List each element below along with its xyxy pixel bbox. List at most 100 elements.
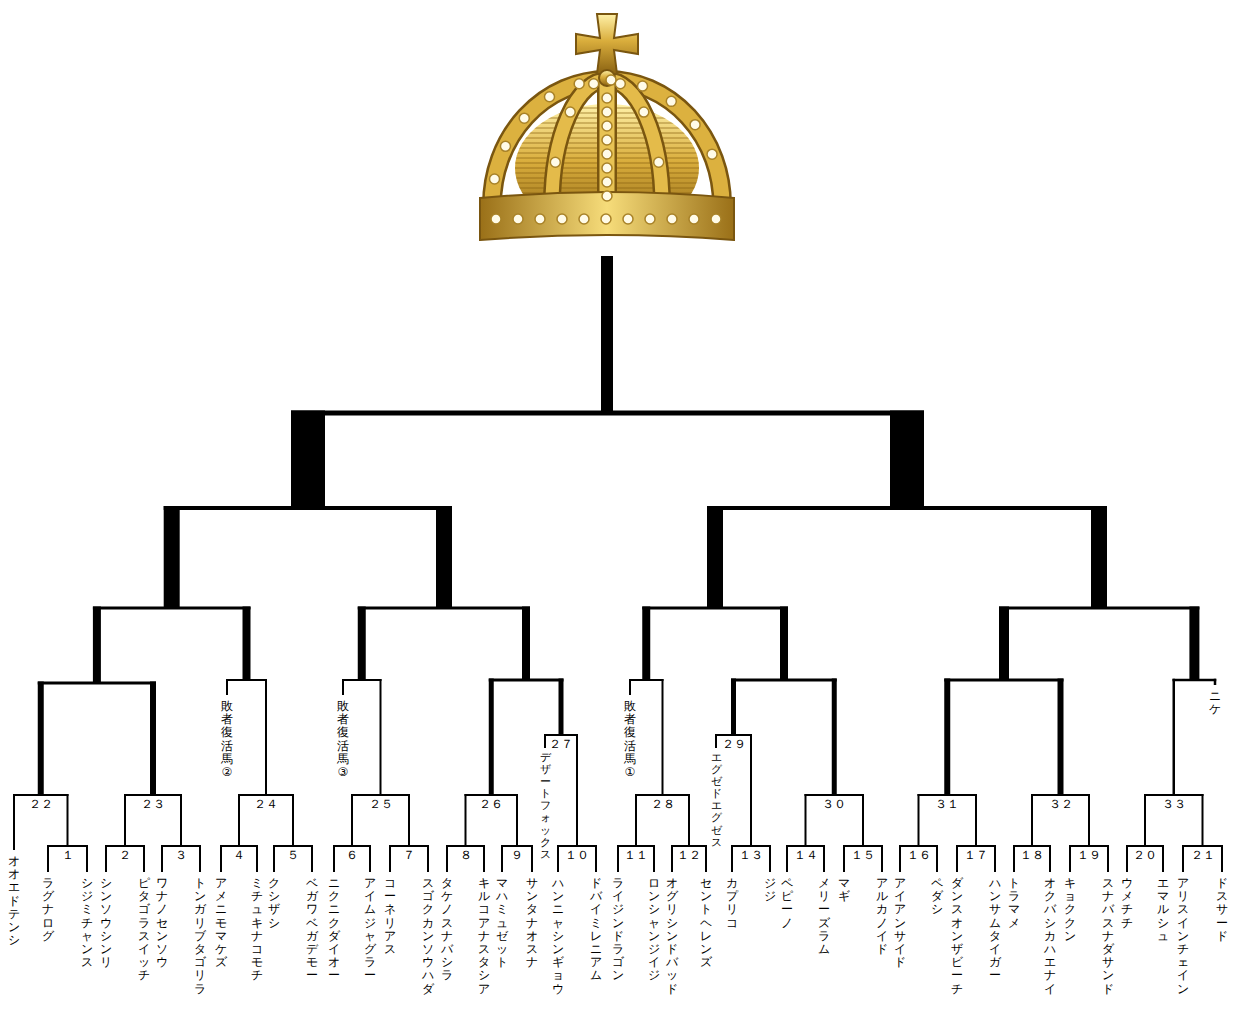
bracket-line [516, 794, 518, 847]
match-number: ２０ [1133, 849, 1157, 861]
entry-name: エグゼドエグゼス [711, 752, 722, 849]
bracket-line [635, 794, 637, 847]
match-number: ２９ [722, 738, 746, 750]
match-number: ２１ [1191, 849, 1215, 861]
bracket-line [707, 506, 1107, 510]
bracket-line [671, 845, 673, 872]
bracket-line [805, 794, 807, 847]
bracket-line [465, 794, 467, 847]
crown-arch [492, 80, 722, 205]
bracket-line [351, 794, 410, 796]
bracket-line [1126, 845, 1128, 872]
bracket-line [731, 679, 736, 737]
entry-name: ニクニクダイオー [328, 877, 340, 983]
bracket-line [890, 411, 924, 510]
bracket-line [47, 845, 88, 847]
entry-name: ピタゴラスイッチ [138, 877, 150, 983]
bracket-line [1058, 679, 1064, 797]
bracket-line [483, 845, 485, 872]
bracket-line [705, 845, 707, 872]
entry-name: オオエドテンシ [8, 855, 20, 947]
bracket-line [342, 679, 382, 681]
entry-name: 敗者復活馬③ [337, 700, 349, 779]
bracket-line [13, 794, 15, 850]
match-number: ３ [175, 849, 187, 861]
entry-name: ハンニャシンギョウ [552, 877, 564, 996]
bracket-line [358, 607, 530, 610]
bracket-line [38, 682, 44, 797]
crown-jewel [602, 107, 612, 117]
bracket-line [380, 679, 382, 796]
bracket-line [342, 679, 344, 695]
bracket-line [369, 845, 371, 872]
bracket-line [715, 734, 752, 736]
bracket-line [501, 845, 503, 872]
crown-arch [597, 82, 617, 205]
bracket-line [769, 845, 771, 872]
entry-name: アルカノイド [876, 877, 888, 956]
bracket-line [1221, 845, 1223, 872]
bracket-line [1202, 794, 1204, 847]
entry-name: トンガリブタゴリラ [194, 877, 206, 996]
bracket-line [823, 845, 825, 872]
bracket-line [143, 845, 145, 872]
crown-jewel [615, 79, 625, 89]
entry-name: キョククン [1064, 877, 1076, 943]
bracket-line [843, 845, 883, 847]
bracket-line [642, 607, 788, 610]
bracket-line [1069, 845, 1109, 847]
entry-name: アリスインチェイン [1177, 877, 1189, 996]
crown-jewel [602, 177, 612, 187]
bracket-line [576, 734, 578, 847]
match-number: １５ [851, 849, 875, 861]
bracket-line [501, 845, 533, 847]
match-number: １ [62, 849, 74, 861]
crown-jewel [535, 214, 545, 224]
entry-name: サンタナオスナ [526, 877, 538, 969]
crown-jewel [513, 214, 523, 224]
crown-jewel [602, 149, 612, 159]
match-number: ２３ [141, 798, 165, 810]
bracket-line [1173, 679, 1217, 682]
crown-jewel [690, 120, 700, 130]
bracket-line [47, 845, 49, 872]
bracket-line [311, 845, 313, 872]
bracket-line [1091, 506, 1107, 609]
bracket-line [1013, 845, 1015, 872]
bracket-line [273, 845, 275, 872]
bracket-line [333, 845, 335, 872]
bracket-line [881, 845, 883, 872]
entry-name: デザートフォックス [540, 752, 551, 861]
crown-jewels [490, 75, 721, 224]
crown-jewel [645, 214, 655, 224]
bracket-line [731, 845, 733, 872]
bracket-line [1144, 794, 1204, 796]
crown-jewel [707, 149, 717, 159]
bracket-line [843, 845, 845, 872]
crown-jewel [602, 93, 612, 103]
bracket-line [150, 682, 156, 797]
bracket-line [862, 794, 864, 847]
crown-jewel [500, 141, 510, 151]
entry-name: セントヘレンズ [700, 877, 712, 969]
match-number: ３０ [822, 798, 846, 810]
match-number: ２４ [254, 798, 278, 810]
match-number: ４ [233, 849, 245, 861]
bracket-line [671, 845, 707, 847]
match-number: ３２ [1049, 798, 1073, 810]
entry-name: ペピーノ [781, 877, 793, 930]
bracket-line [780, 607, 788, 682]
bracket-line [595, 845, 597, 872]
crown-jewel [623, 214, 633, 224]
bracket-line [1107, 845, 1109, 872]
crown-jewel [602, 191, 612, 201]
bracket-line [351, 794, 353, 847]
bracket-line [956, 845, 996, 847]
entry-name: マハミュゼット [496, 877, 508, 969]
bracket-line [1013, 845, 1051, 847]
bracket-line [522, 607, 530, 682]
bracket-line [918, 794, 920, 847]
crown-jewel [654, 157, 664, 167]
bracket-line [642, 607, 650, 682]
entry-name: ドバイミレニアム [590, 877, 602, 983]
